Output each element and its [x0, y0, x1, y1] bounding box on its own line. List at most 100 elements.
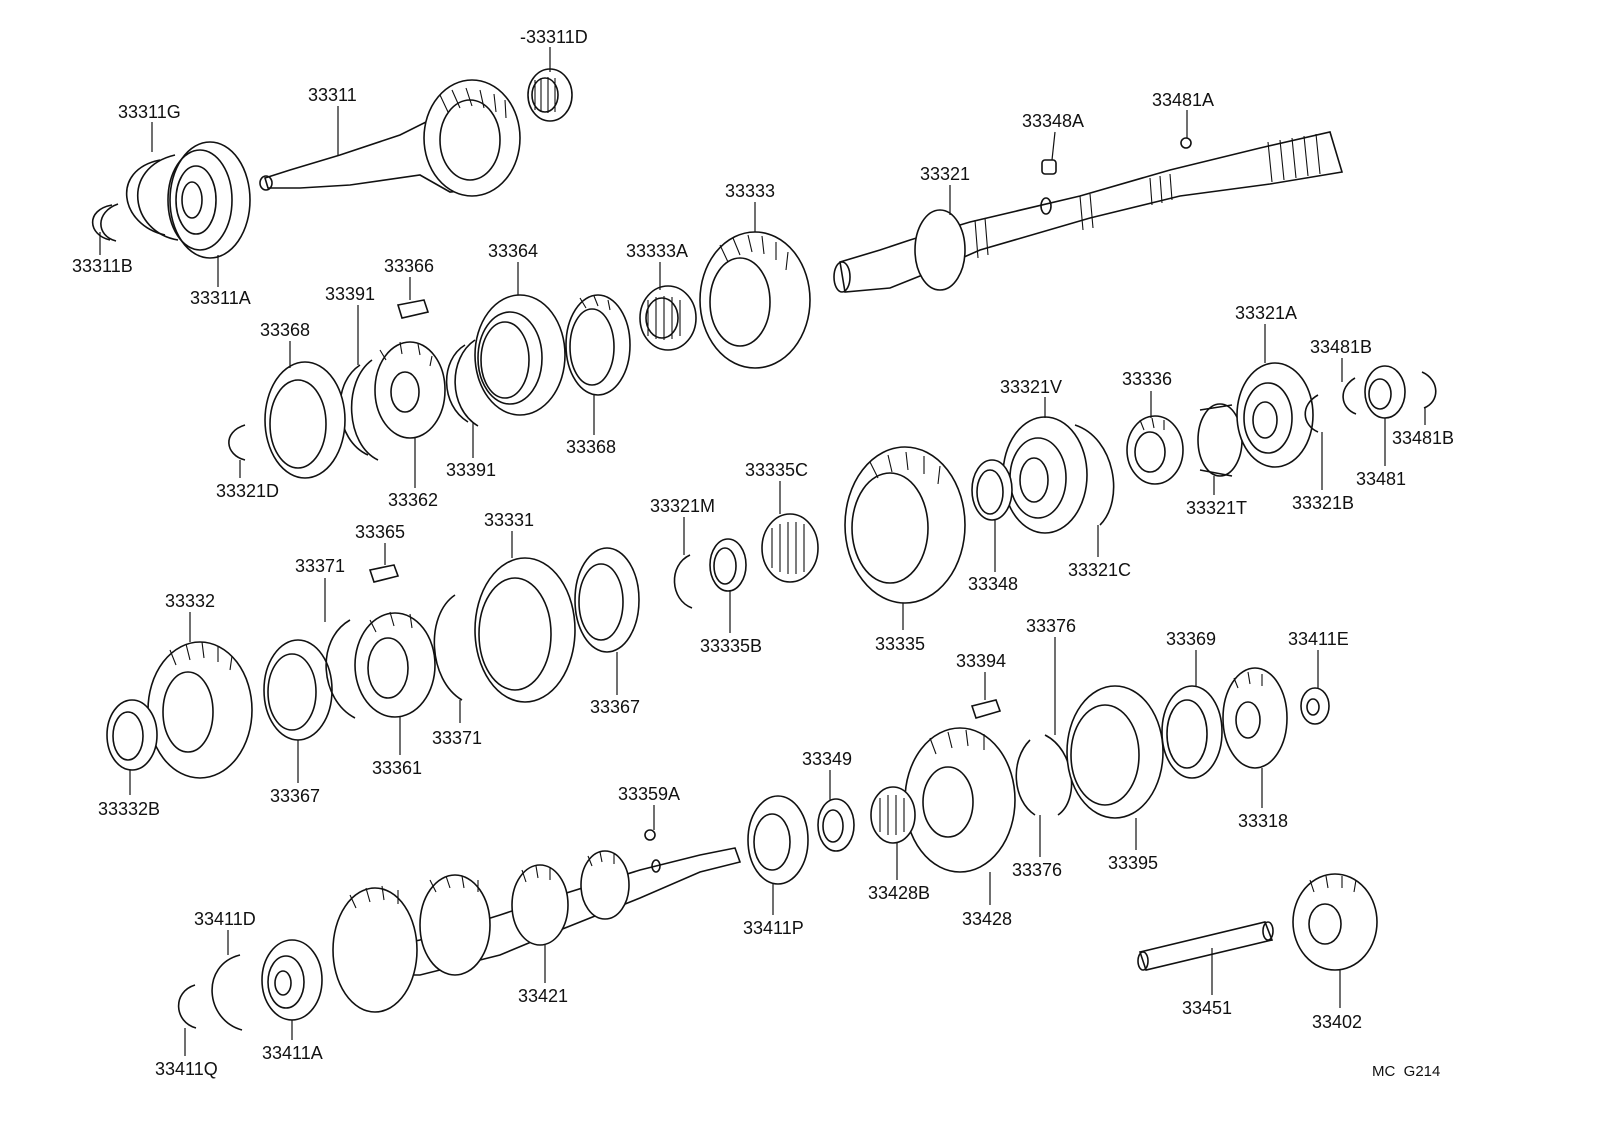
part-33391-ring-drawing-b [445, 339, 479, 427]
label-33411A: 33411A [262, 1043, 323, 1063]
part-33321D-snap-ring-drawing [228, 424, 246, 461]
part-33411E-nut-drawing [1300, 687, 1330, 725]
part-33481A-ball-drawing [1180, 137, 1192, 149]
part-33335-gear-drawing [844, 446, 966, 604]
part-33311D-needle-bearing-drawing [527, 68, 573, 122]
label-33395: 33395 [1108, 853, 1158, 873]
label-33333: 33333 [725, 181, 775, 201]
part-33369-ring-drawing [1161, 685, 1223, 779]
label-33394: 33394 [956, 651, 1006, 671]
label-33331: 33331 [484, 510, 534, 530]
label-33364: 33364 [488, 241, 538, 261]
part-33371-ring-drawing-a [325, 619, 356, 719]
label-33349: 33349 [802, 749, 852, 769]
label-33335: 33335 [875, 634, 925, 654]
part-33411A-bearing-drawing [261, 939, 323, 1021]
label-33335B: 33335B [700, 636, 762, 656]
part-33311-input-shaft-drawing [259, 79, 521, 197]
label-33367-a: 33367 [270, 786, 320, 806]
label-33481B-2: 33481B [1392, 428, 1454, 448]
label-33321B: 33321B [1292, 493, 1354, 513]
label-33321D: 33321D [216, 481, 279, 501]
label-33321A: 33321A [1235, 303, 1297, 323]
label-33481B-1: 33481B [1310, 337, 1372, 357]
label-33359A: 33359A [618, 784, 680, 804]
part-33311A-bearing-drawing [167, 141, 251, 259]
label-33311G: 33311G [118, 102, 181, 122]
part-33371-ring-drawing-b [433, 594, 463, 701]
label-33411E: 33411E [1288, 629, 1349, 649]
label-33428: 33428 [962, 909, 1012, 929]
label-33361: 33361 [372, 758, 422, 778]
part-33365-key-drawing [368, 564, 400, 583]
part-33481B-snap-ring-drawing-2 [1421, 371, 1437, 409]
part-33367-ring-drawing-b [574, 547, 640, 653]
label-33335C: 33335C [745, 460, 808, 480]
part-33362-hub-drawing [374, 341, 446, 439]
part-33333-gear-drawing [699, 231, 811, 369]
part-33402-gear-drawing [1292, 873, 1378, 971]
part-33411P-bearing-drawing [747, 795, 809, 885]
part-33411Q-snap-ring-drawing [177, 984, 197, 1029]
label-33411D: 33411D [194, 909, 256, 929]
label-33333A: 33333A [626, 241, 688, 261]
part-33451-pin-drawing [1137, 921, 1274, 971]
label-33321: 33321 [920, 164, 970, 184]
label-33411Q: 33411Q [155, 1059, 218, 1079]
part-33318-gear-drawing [1222, 667, 1288, 769]
label-33366: 33366 [384, 256, 434, 276]
part-33411D-snap-ring-drawing [211, 954, 243, 1031]
part-33348-ring-drawing [971, 459, 1013, 521]
label-33368-a: 33368 [260, 320, 310, 340]
part-33321-output-shaft-drawing [833, 131, 1344, 293]
part-33367-ring-drawing-a [263, 639, 333, 741]
label-33411P: 33411P [743, 918, 804, 938]
part-33395-sleeve-drawing [1066, 685, 1164, 819]
label-33391-b: 33391 [446, 460, 496, 480]
part-33428-gear-drawing [904, 727, 1016, 873]
part-33366-key-drawing [396, 299, 430, 319]
label-33402: 33402 [1312, 1012, 1362, 1032]
label-33371-a: 33371 [295, 556, 345, 576]
label-33369: 33369 [1166, 629, 1216, 649]
label-33481A: 33481A [1152, 90, 1214, 110]
part-labels: -33311D 33311 33311G 33311B 33311A 33348… [72, 27, 1454, 1080]
part-33368-ring-drawing-a [264, 361, 346, 479]
label-33318: 33318 [1238, 811, 1288, 831]
label-33321C: 33321C [1068, 560, 1131, 580]
label-33376-a: 33376 [1026, 616, 1076, 636]
label-33451: 33451 [1182, 998, 1232, 1018]
label-33371-b: 33371 [432, 728, 482, 748]
part-33368-ring-drawing-b [565, 294, 631, 396]
label-33348: 33348 [968, 574, 1018, 594]
label-33311D: -33311D [520, 27, 588, 47]
part-33336-gear-drawing [1126, 415, 1184, 485]
label-33311: 33311 [308, 85, 357, 105]
part-33481-bearing-drawing [1364, 365, 1406, 419]
label-33321V: 33321V [1000, 377, 1062, 397]
part-33335C-needle-bearing-drawing [761, 513, 819, 583]
part-33332B-needle-bearing-drawing [106, 699, 158, 771]
part-33321B-snap-ring-drawing [1304, 394, 1319, 433]
part-33321T-spacer-drawing [1197, 403, 1243, 477]
label-33311B: 33311B [72, 256, 133, 276]
part-33394-key-drawing [970, 699, 1002, 719]
part-33361-hub-drawing [354, 611, 436, 718]
label-33428B: 33428B [868, 883, 930, 903]
part-33421-counter-shaft-drawing [332, 847, 742, 1013]
part-33321C-snap-ring-drawing [1074, 424, 1115, 526]
part-33332-gear-drawing [147, 641, 253, 779]
part-33333A-needle-bearing-drawing [639, 285, 697, 351]
diagram-code: MC G214 [1372, 1063, 1440, 1080]
part-33348A-ball-drawing [1041, 159, 1057, 175]
part-33359A-ball-drawing [644, 829, 656, 841]
part-33335B-ring-drawing [709, 538, 747, 592]
label-33332B: 33332B [98, 799, 160, 819]
label-33376-b: 33376 [1012, 860, 1062, 880]
label-33421: 33421 [518, 986, 568, 1006]
part-33376-ring-drawing-b [1015, 739, 1036, 816]
label-33481: 33481 [1356, 469, 1406, 489]
label-33391-a: 33391 [325, 284, 375, 304]
label-33368-b: 33368 [566, 437, 616, 457]
